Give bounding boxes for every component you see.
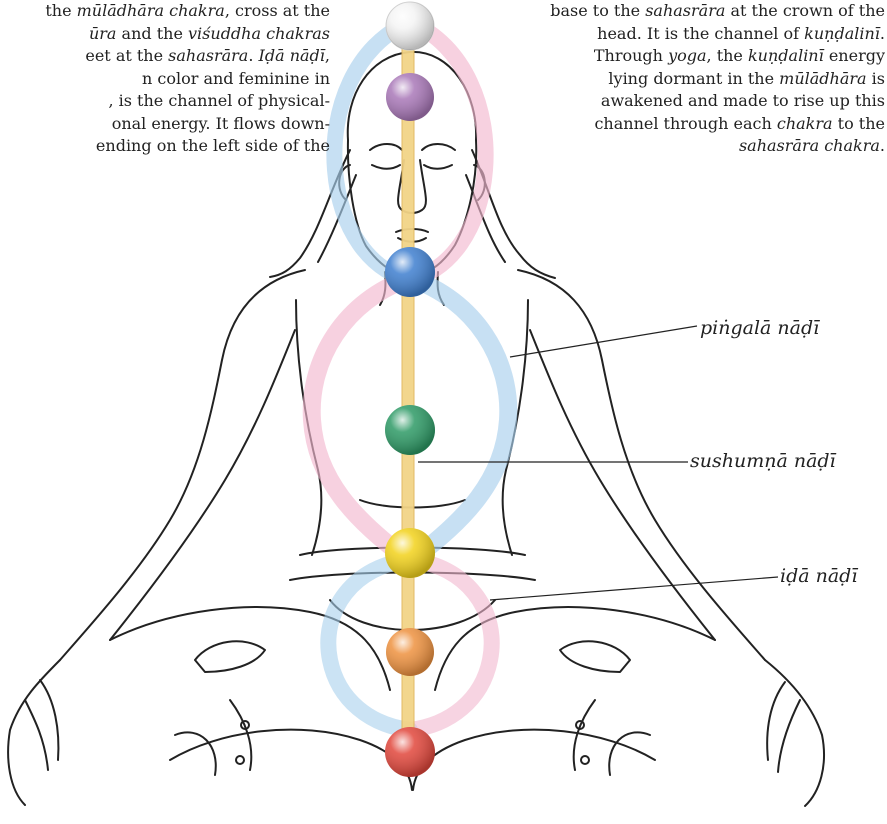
chakra-sphere-shine: [386, 2, 434, 50]
right-text-run: lying dormant in the: [608, 69, 779, 88]
left-line: n color and feminine in: [0, 68, 330, 91]
chakra-sphere-shine: [386, 628, 434, 676]
right-paragraph: base to the sahasrāra at the crown of th…: [500, 0, 885, 158]
left-text-run: Iḍā nāḍī: [259, 46, 325, 65]
left-text-run: eet at the: [85, 46, 168, 65]
left-text-run: mūlādhāra chakra: [77, 1, 225, 20]
chakra-sphere-shine: [386, 73, 434, 121]
right-text-run: is: [867, 69, 885, 88]
right-line: lying dormant in the mūlādhāra is: [500, 68, 885, 91]
left-text-run: .: [248, 46, 258, 65]
right-text-run: sahasrāra chakra: [739, 136, 880, 155]
chakra-sphere-shine: [385, 528, 435, 578]
left-line: eet at the sahasrāra. Iḍā nāḍī,: [0, 45, 330, 68]
right-text-run: , the: [707, 46, 748, 65]
left-text-run: ūra: [89, 24, 117, 43]
chakra-sphere-shine: [385, 405, 435, 455]
left-text-run: ,: [325, 46, 330, 65]
left-text-run: the: [45, 1, 76, 20]
right-text-run: head. It is the channel of: [597, 24, 804, 43]
right-text-run: kuṇḍalinī: [804, 24, 880, 43]
left-line: onal energy. It flows down-: [0, 113, 330, 136]
right-text-run: sahasrāra: [645, 1, 725, 20]
right-text-run: yoga: [668, 46, 706, 65]
right-text-run: to the: [833, 114, 885, 133]
left-text-run: viśuddha chakras: [188, 24, 330, 43]
left-text-run: onal energy. It flows down-: [112, 114, 330, 133]
right-line: base to the sahasrāra at the crown of th…: [500, 0, 885, 23]
right-text-run: mūlādhāra: [779, 69, 866, 88]
left-line: the mūlādhāra chakra, cross at the: [0, 0, 330, 23]
sushumna-nadi-label: sushumṇā nāḍī: [690, 450, 836, 472]
chakra-sphere-shine: [385, 727, 435, 777]
left-line: ūra and the viśuddha chakras: [0, 23, 330, 46]
chakra-sphere-shine: [385, 247, 435, 297]
right-text-run: chakra: [777, 114, 833, 133]
left-text-run: sahasrāra: [168, 46, 248, 65]
right-text-run: at the crown of the: [725, 1, 885, 20]
right-line: channel through each chakra to the: [500, 113, 885, 136]
right-line: Through yoga, the kuṇḍalinī energy: [500, 45, 885, 68]
right-line: sahasrāra chakra.: [500, 135, 885, 158]
left-text-run: and the: [116, 24, 188, 43]
right-text-run: .: [880, 136, 885, 155]
left-line: , is the channel of physical-: [0, 90, 330, 113]
left-text-run: , is the channel of physical-: [108, 91, 330, 110]
right-text-run: energy: [824, 46, 885, 65]
right-text-run: .: [880, 24, 885, 43]
ida-head-loop: [334, 22, 410, 280]
left-text-run: n color and feminine in: [142, 69, 330, 88]
ida-nadi-label: iḍā nāḍī: [780, 565, 857, 587]
pingala-nadi-label: piṅgalā nāḍī: [700, 317, 819, 339]
left-text-run: ending on the left side of the: [96, 136, 330, 155]
right-line: head. It is the channel of kuṇḍalinī.: [500, 23, 885, 46]
left-text-run: , cross at the: [225, 1, 330, 20]
right-text-run: channel through each: [594, 114, 776, 133]
right-line: awakened and made to rise up this: [500, 90, 885, 113]
right-text-run: awakened and made to rise up this: [601, 91, 885, 110]
left-line: ending on the left side of the: [0, 135, 330, 158]
pingala-leader: [510, 326, 697, 357]
right-text-run: base to the: [550, 1, 645, 20]
right-text-run: Through: [594, 46, 668, 65]
right-text-run: kuṇḍalinī: [748, 46, 824, 65]
